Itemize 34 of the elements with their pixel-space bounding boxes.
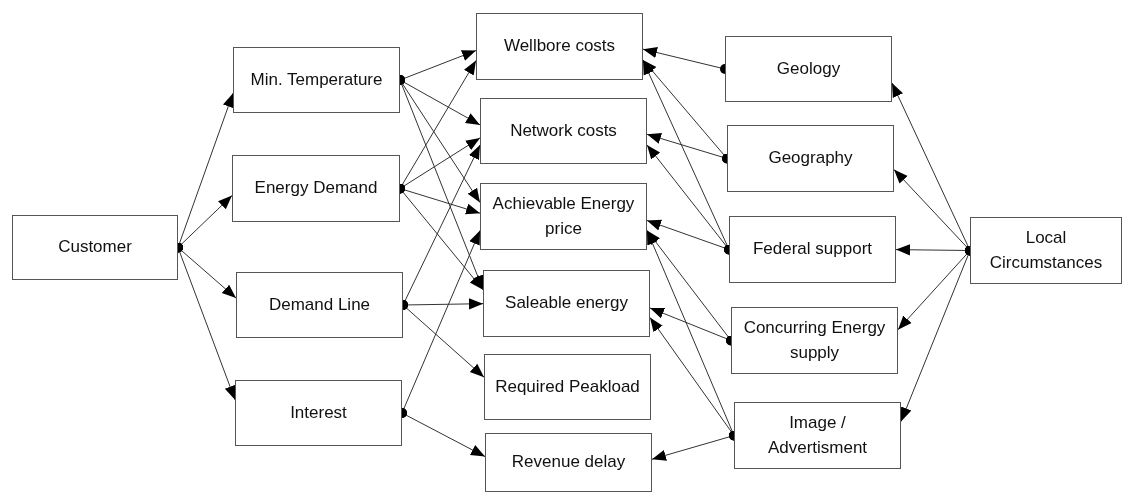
node-label: Geography — [768, 147, 853, 170]
node-label: Network costs — [510, 119, 617, 142]
process-box — [480, 183, 647, 250]
process-box — [480, 98, 647, 164]
process-box — [485, 433, 652, 492]
node-label: Customer — [58, 236, 132, 259]
node-label: Demand Line — [268, 293, 371, 316]
node-label: Achievable Energy price — [491, 192, 636, 240]
node-label: Revenue delay — [511, 451, 626, 474]
process-box — [731, 307, 898, 374]
node-label: Concurring Energy supply — [742, 316, 887, 364]
process-box — [12, 215, 178, 280]
node-label: Required Peakload — [495, 375, 640, 398]
node-label: Federal support — [752, 238, 873, 261]
process-box — [727, 125, 894, 192]
node-label: Wellbore costs — [503, 35, 616, 58]
node-label: Local Circumstances — [988, 226, 1104, 274]
process-box — [734, 402, 901, 469]
process-box — [236, 272, 403, 338]
node-label: Saleable energy — [505, 292, 628, 315]
process-box — [232, 155, 400, 222]
process-box — [235, 380, 402, 446]
node-label: Geology — [776, 57, 841, 80]
process-box — [970, 217, 1122, 284]
node-label: Min. Temperature — [250, 68, 383, 91]
node-label: Energy Demand — [254, 177, 378, 200]
process-box — [483, 270, 650, 337]
node-label: Image / Advertisment — [766, 411, 869, 459]
process-box — [484, 354, 651, 420]
process-box — [476, 13, 643, 80]
process-box — [233, 47, 400, 113]
node-label: Interest — [290, 401, 347, 424]
process-box — [725, 36, 892, 102]
process-box — [729, 216, 896, 283]
